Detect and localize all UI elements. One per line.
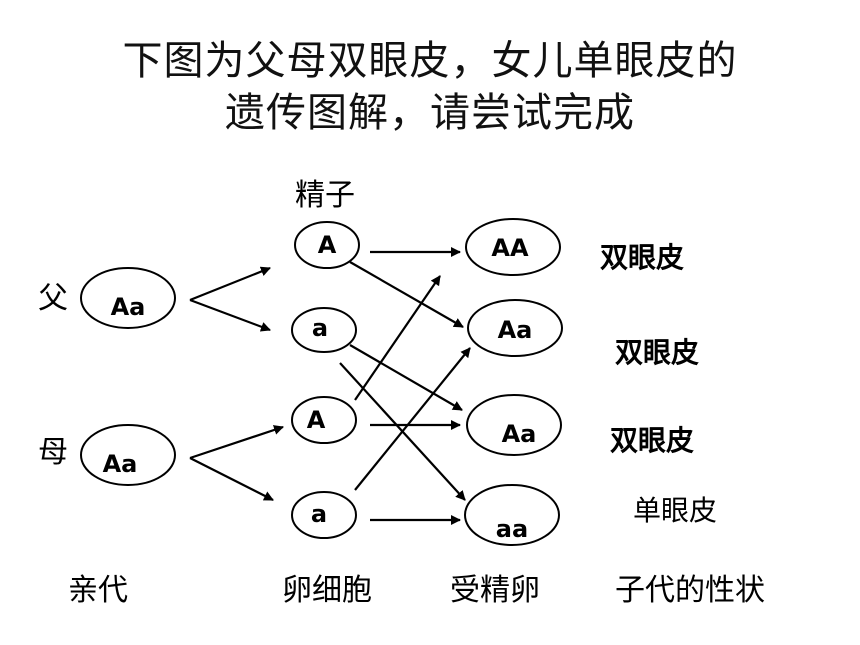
trait-3: 双眼皮 bbox=[610, 424, 694, 457]
egg-cells-label: 卵细胞 bbox=[282, 573, 372, 608]
zygote-Aa-2-node: Aa bbox=[466, 394, 562, 456]
arrow-egga-to-Aa1 bbox=[354, 347, 471, 491]
sperm-a-node: a bbox=[291, 307, 357, 353]
arrow-mother-to-egg-A bbox=[189, 425, 284, 460]
egg-a-node: a bbox=[291, 491, 357, 539]
arrow-father-to-sperm-A bbox=[189, 266, 271, 302]
sperm-a: a bbox=[312, 314, 328, 342]
mother-genotype: Aa bbox=[103, 450, 138, 478]
arrow-spermA-to-Aa1 bbox=[349, 261, 464, 328]
sperm-A: A bbox=[318, 231, 337, 259]
arrow-sperma-to-Aa2 bbox=[349, 344, 463, 411]
zygote-AA-node: AA bbox=[465, 218, 561, 276]
zygote-aa-node: aa bbox=[464, 484, 560, 546]
mother-label: 母 bbox=[38, 435, 68, 470]
arrow-eggA-to-AA bbox=[354, 275, 441, 401]
zygote-Aa-1-node: Aa bbox=[467, 299, 563, 357]
egg-A: A bbox=[307, 406, 326, 434]
offspring-traits-label: 子代的性状 bbox=[615, 573, 765, 608]
sperm-label: 精子 bbox=[295, 178, 355, 213]
father-label: 父 bbox=[38, 281, 68, 316]
mother-genotype-node: Aa bbox=[80, 424, 176, 486]
father-genotype: Aa bbox=[111, 293, 146, 321]
title-line-1: 下图为父母双眼皮，女儿单眼皮的 bbox=[122, 38, 738, 84]
egg-A-node: A bbox=[291, 396, 357, 444]
parents-label: 亲代 bbox=[68, 573, 128, 608]
zygotes-label: 受精卵 bbox=[450, 573, 540, 608]
sperm-A-node: A bbox=[294, 221, 360, 269]
zygote-Aa-1: Aa bbox=[498, 316, 533, 344]
arrow-mother-to-egg-a bbox=[189, 457, 274, 501]
zygote-AA: AA bbox=[491, 234, 529, 262]
zygote-Aa-2: Aa bbox=[502, 420, 537, 448]
arrow-father-to-sperm-a bbox=[189, 298, 271, 332]
trait-4: 单眼皮 bbox=[633, 494, 717, 527]
zygote-aa: aa bbox=[496, 515, 528, 543]
egg-a: a bbox=[311, 500, 327, 528]
title-line-2: 遗传图解，请尝试完成 bbox=[225, 90, 635, 136]
trait-2: 双眼皮 bbox=[615, 336, 699, 369]
father-genotype-node: Aa bbox=[80, 267, 176, 329]
trait-1: 双眼皮 bbox=[600, 241, 684, 274]
